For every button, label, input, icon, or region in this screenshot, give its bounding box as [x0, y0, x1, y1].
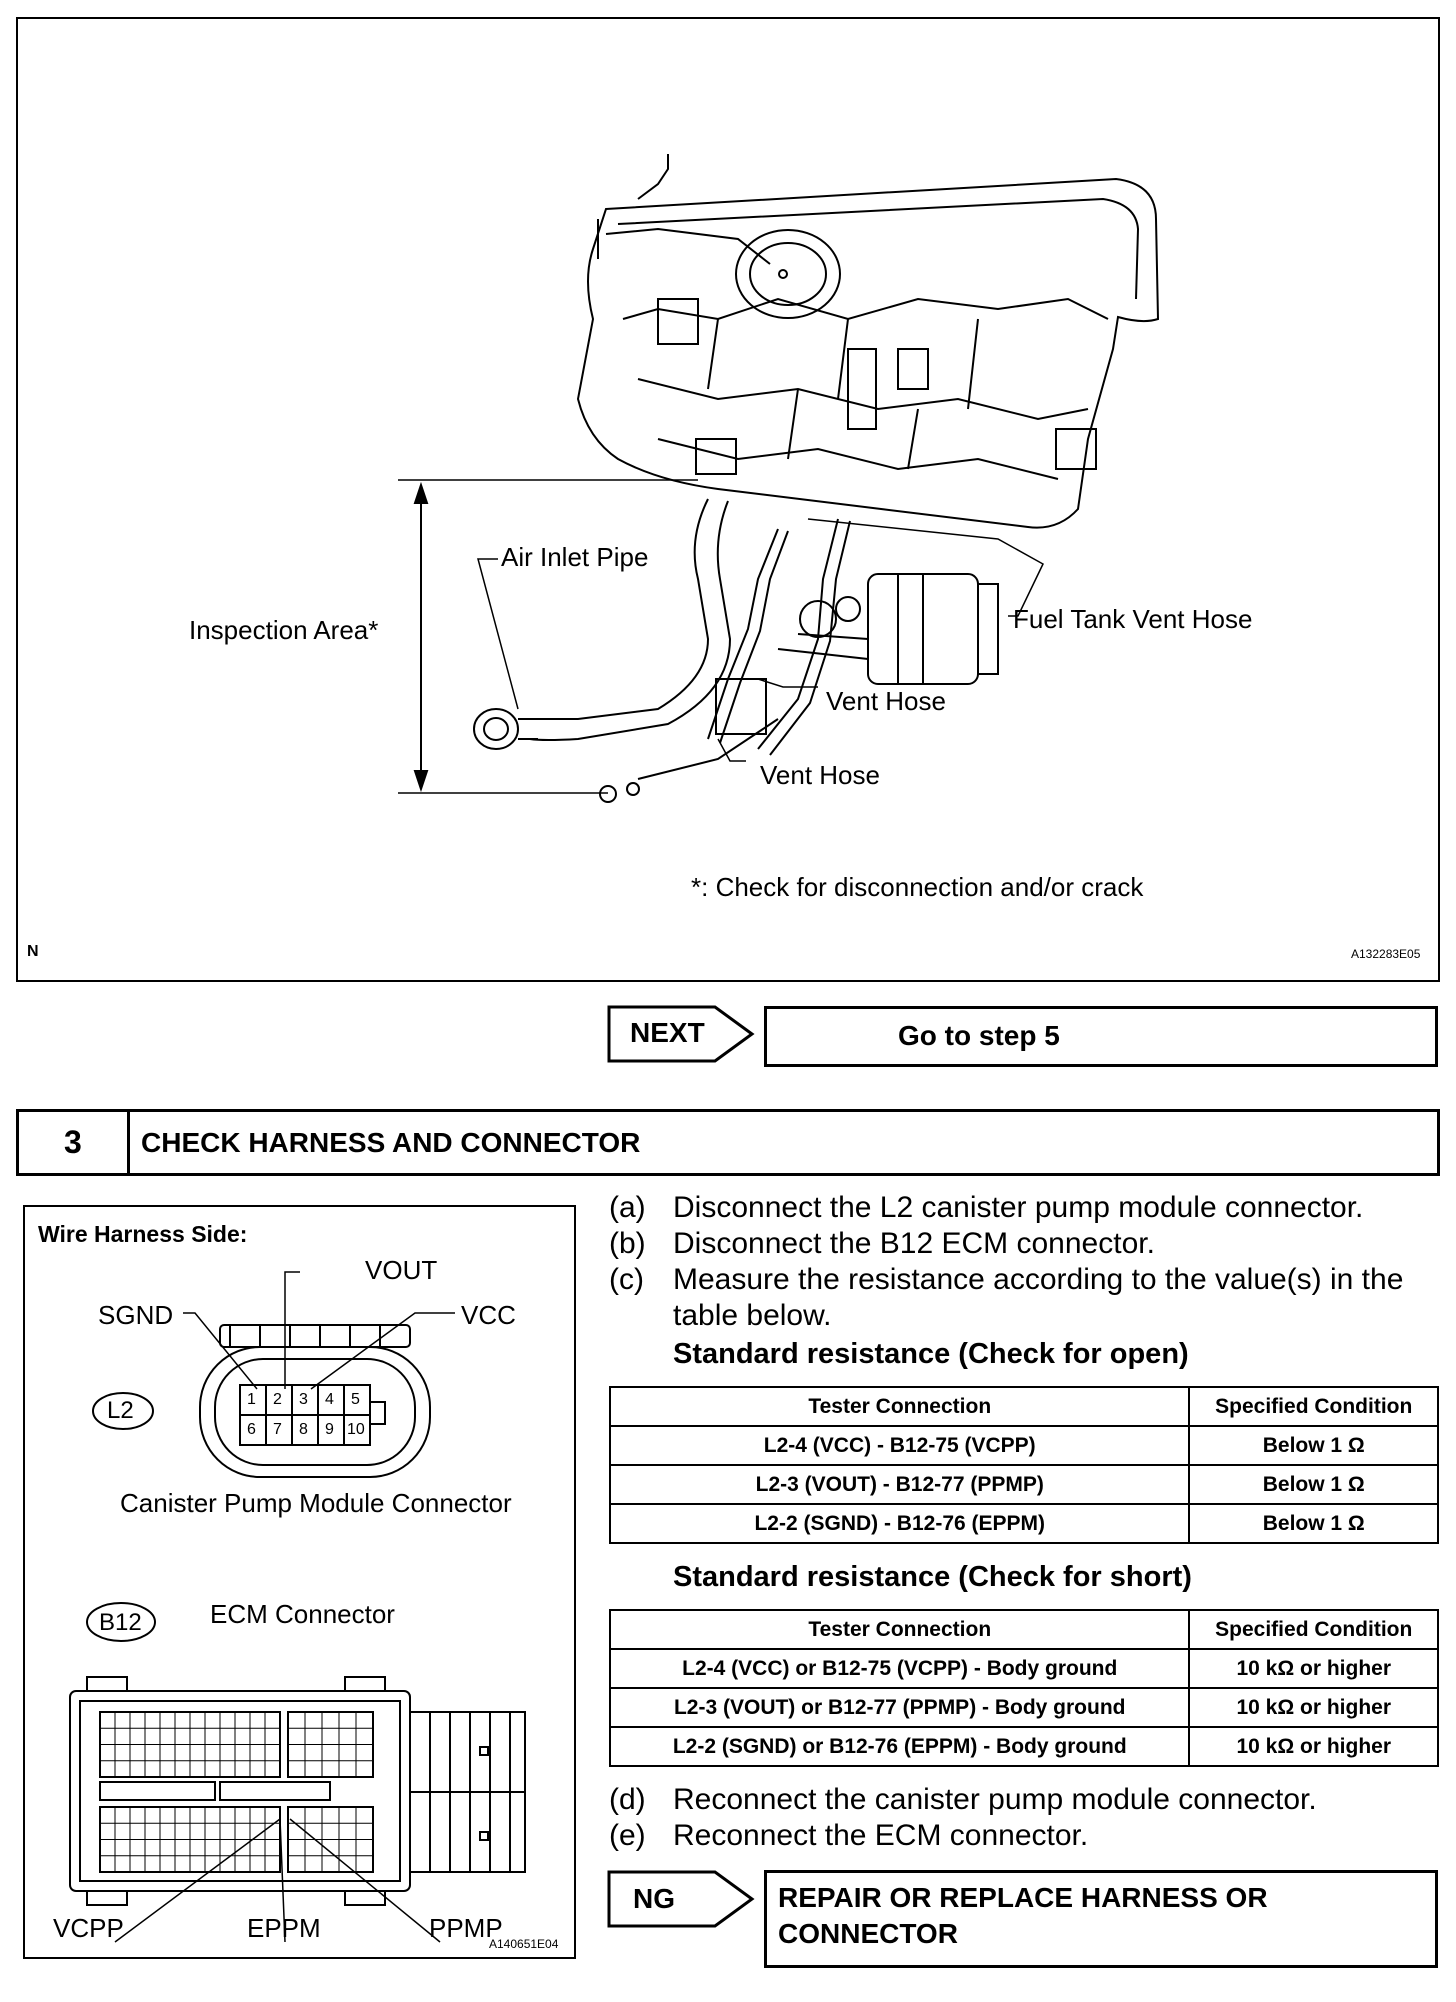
instruction-a: (a) Disconnect the L2 canister pump modul… — [609, 1190, 1363, 1226]
figure-id: A132283E05 — [1351, 947, 1421, 961]
table-cell: L2-4 (VCC) - B12-75 (VCPP) — [608, 1425, 1191, 1466]
table-cell: Below 1 Ω — [1188, 1464, 1439, 1505]
ng-tag-label: NG — [633, 1883, 675, 1914]
table-short-header: Tester Connection Specified Condition — [608, 1609, 1439, 1650]
vent-hose-label-lower: Vent Hose — [760, 760, 880, 790]
pin-label-vout: VOUT — [365, 1255, 438, 1285]
pin-5: 5 — [351, 1391, 360, 1408]
next-tag — [607, 1005, 755, 1063]
table-open-header: Tester Connection Specified Condition — [608, 1386, 1439, 1427]
instruction-d-key: (d) — [609, 1783, 646, 1816]
instruction-d: (d) Reconnect the canister pump module co… — [609, 1782, 1317, 1818]
table-cell: Below 1 Ω — [1188, 1503, 1439, 1544]
b12-caption: ECM Connector — [210, 1599, 395, 1629]
table-short-header-connection: Tester Connection — [608, 1609, 1191, 1650]
l2-badge: L2 — [107, 1397, 134, 1424]
pin-label-sgnd: SGND — [98, 1300, 174, 1330]
ng-action-box[interactable] — [764, 1870, 1438, 1968]
connector-illustration — [69, 1271, 526, 1943]
pin-label-vcpp: VCPP — [53, 1913, 124, 1943]
ng-action-line2[interactable]: CONNECTOR — [778, 1918, 958, 1949]
ng-tag — [607, 1870, 755, 1928]
table-cell: 10 kΩ or higher — [1188, 1648, 1439, 1689]
step-title: CHECK HARNESS AND CONNECTOR — [141, 1127, 641, 1158]
pin-4: 4 — [325, 1391, 334, 1408]
table-open-title: Standard resistance (Check for open) — [673, 1338, 1189, 1370]
fuel-tank-figure: Air Inlet Pipe Inspection Area* Fuel Tan… — [16, 17, 1440, 982]
table-open-header-connection: Tester Connection — [608, 1386, 1191, 1427]
instruction-c-key: (c) — [609, 1263, 644, 1296]
pin-10: 10 — [347, 1421, 365, 1438]
next-tag-label: NEXT — [630, 1017, 705, 1048]
table-cell: L2-2 (SGND) or B12-76 (EPPM) - Body grou… — [608, 1726, 1191, 1767]
table-cell: Below 1 Ω — [1188, 1425, 1439, 1466]
next-action-box[interactable] — [764, 1006, 1438, 1067]
b12-badge: B12 — [99, 1609, 142, 1636]
table-row: L2-2 (SGND) - B12-76 (EPPM) Below 1 Ω — [608, 1503, 1439, 1544]
table-cell: L2-3 (VOUT) - B12-77 (PPMP) — [608, 1464, 1191, 1505]
table-cell: 10 kΩ or higher — [1188, 1687, 1439, 1728]
table-short-header-condition: Specified Condition — [1188, 1609, 1439, 1650]
connector-figure-id: A140651E04 — [489, 1937, 559, 1951]
instruction-b-text: Disconnect the B12 ECM connector. — [673, 1227, 1155, 1260]
instruction-e: (e) Reconnect the ECM connector. — [609, 1818, 1088, 1854]
pin-9: 9 — [325, 1421, 334, 1438]
air-inlet-pipe-label: Air Inlet Pipe — [501, 542, 649, 572]
pin-label-ppmp: PPMP — [429, 1913, 503, 1943]
pin-6: 6 — [247, 1421, 256, 1438]
table-row: L2-4 (VCC) - B12-75 (VCPP) Below 1 Ω — [608, 1425, 1439, 1466]
inspection-area-label: Inspection Area* — [189, 615, 379, 645]
pin-2: 2 — [273, 1391, 282, 1408]
footnote: *: Check for disconnection and/or crack — [691, 872, 1144, 902]
pin-1: 1 — [247, 1391, 256, 1408]
table-cell: 10 kΩ or higher — [1188, 1726, 1439, 1767]
fuel-tank-illustration — [398, 154, 1160, 803]
step-number: 3 — [64, 1124, 82, 1160]
table-short: Tester Connection Specified Condition L2… — [608, 1609, 1439, 1767]
table-row: L2-2 (SGND) or B12-76 (EPPM) - Body grou… — [608, 1726, 1439, 1767]
instruction-b: (b) Disconnect the B12 ECM connector. — [609, 1226, 1155, 1262]
table-cell: L2-4 (VCC) or B12-75 (VCPP) - Body groun… — [608, 1648, 1191, 1689]
next-action-label[interactable]: Go to step 5 — [898, 1020, 1060, 1051]
ng-action-line1[interactable]: REPAIR OR REPLACE HARNESS OR — [778, 1882, 1268, 1913]
corner-mark: N — [27, 943, 39, 960]
pin-3: 3 — [299, 1391, 308, 1408]
table-row: L2-4 (VCC) or B12-75 (VCPP) - Body groun… — [608, 1648, 1439, 1689]
table-open-header-condition: Specified Condition — [1188, 1386, 1439, 1427]
instruction-d-text: Reconnect the canister pump module conne… — [673, 1783, 1317, 1816]
table-row: L2-3 (VOUT) - B12-77 (PPMP) Below 1 Ω — [608, 1464, 1439, 1505]
table-open: Tester Connection Specified Condition L2… — [608, 1386, 1439, 1544]
instruction-c-text: Measure the resistance according to the … — [673, 1263, 1404, 1296]
instruction-e-text: Reconnect the ECM connector. — [673, 1819, 1089, 1852]
pin-8: 8 — [299, 1421, 308, 1438]
wire-harness-side-heading: Wire Harness Side: — [38, 1221, 248, 1247]
instruction-c-cont: table below. — [673, 1298, 831, 1334]
vent-hose-label-upper: Vent Hose — [826, 686, 946, 716]
instruction-c: (c) Measure the resistance according to t… — [609, 1262, 1403, 1298]
instruction-c-text-2: table below. — [673, 1299, 832, 1332]
instruction-a-key: (a) — [609, 1191, 646, 1224]
l2-caption: Canister Pump Module Connector — [120, 1488, 512, 1518]
pin-label-vcc: VCC — [461, 1300, 516, 1330]
instruction-e-key: (e) — [609, 1819, 646, 1852]
instruction-b-key: (b) — [609, 1227, 646, 1260]
fuel-tank-vent-hose-label: Fuel Tank Vent Hose — [1013, 604, 1253, 634]
table-cell: L2-3 (VOUT) or B12-77 (PPMP) - Body grou… — [608, 1687, 1191, 1728]
step-header — [16, 1109, 1440, 1176]
table-short-title: Standard resistance (Check for short) — [673, 1561, 1192, 1593]
pin-7: 7 — [273, 1421, 282, 1438]
connector-figure: Wire Harness Side: VOUT SGND VCC L2 1 2 … — [23, 1205, 576, 1959]
step-number-divider — [127, 1109, 130, 1176]
table-row: L2-3 (VOUT) or B12-77 (PPMP) - Body grou… — [608, 1687, 1439, 1728]
pin-label-eppm: EPPM — [247, 1913, 321, 1943]
table-cell: L2-2 (SGND) - B12-76 (EPPM) — [608, 1503, 1191, 1544]
instruction-a-text: Disconnect the L2 canister pump module c… — [673, 1191, 1364, 1224]
